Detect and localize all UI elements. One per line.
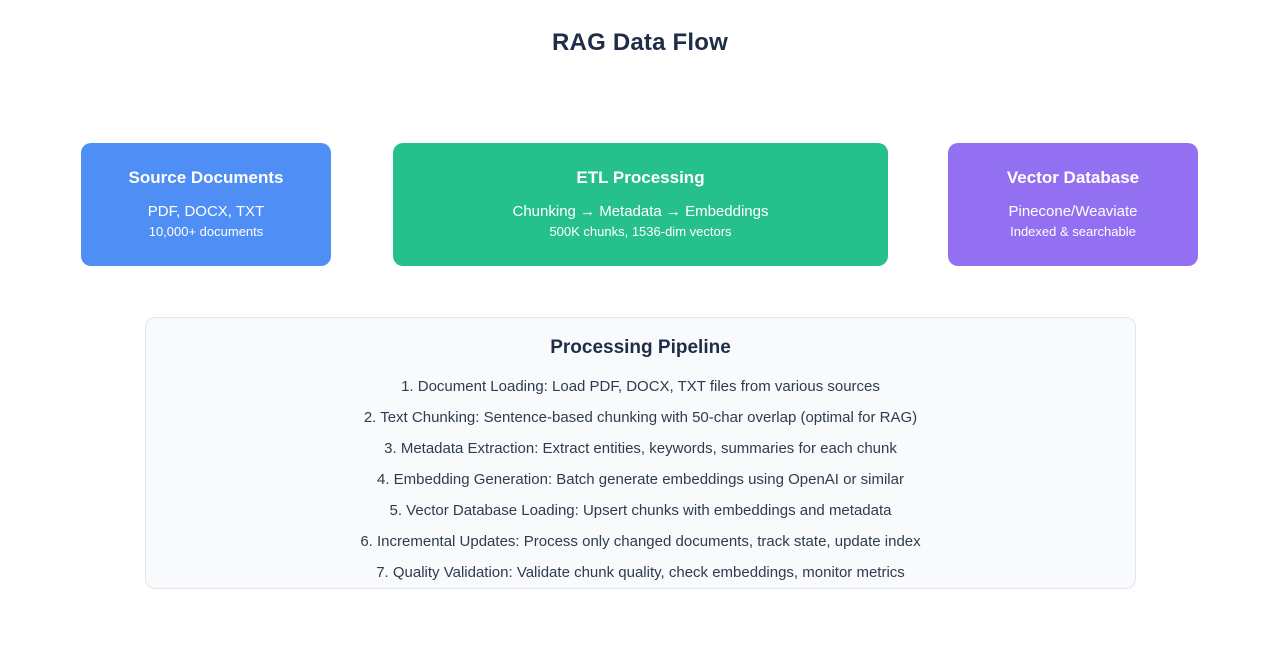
flow-diagram: Source Documents PDF, DOCX, TXT 10,000+ … (0, 143, 1280, 356)
flow-stage-detail-primary: Chunking → Metadata → Embeddings (512, 203, 769, 220)
flow-stage-detail-primary: PDF, DOCX, TXT (147, 203, 265, 220)
pipeline-step: 2. Text Chunking: Sentence-based chunkin… (363, 409, 918, 426)
flow-stage-source-documents: Source Documents PDF, DOCX, TXT 10,000+ … (81, 143, 331, 266)
pipeline-step: 4. Embedding Generation: Batch generate … (377, 471, 904, 488)
processing-pipeline-panel: Processing Pipeline 1. Document Loading:… (145, 317, 1136, 589)
flow-stage-etl-processing: ETL Processing Chunking → Metadata → Emb… (393, 143, 888, 266)
pipeline-step: 3. Metadata Extraction: Extract entities… (384, 440, 897, 457)
flow-stage-title: Vector Database (1006, 168, 1140, 187)
flow-stage-title: Source Documents (128, 168, 284, 187)
flow-stage-detail-secondary: Indexed & searchable (1010, 224, 1136, 239)
page-title: RAG Data Flow (552, 29, 728, 56)
pipeline-step: 1. Document Loading: Load PDF, DOCX, TXT… (401, 378, 880, 395)
pipeline-step: 5. Vector Database Loading: Upsert chunk… (389, 502, 892, 519)
flow-stage-detail-secondary: 500K chunks, 1536-dim vectors (549, 224, 732, 239)
pipeline-title: Processing Pipeline (550, 337, 731, 358)
pipeline-step: 6. Incremental Updates: Process only cha… (360, 533, 921, 550)
pipeline-step-list: 1. Document Loading: Load PDF, DOCX, TXT… (146, 371, 1135, 588)
flow-stage-title: ETL Processing (576, 168, 705, 187)
flow-stage-detail-primary: Pinecone/Weaviate (1008, 203, 1138, 220)
flow-stage-detail-secondary: 10,000+ documents (148, 224, 264, 239)
pipeline-step: 7. Quality Validation: Validate chunk qu… (376, 564, 905, 581)
flow-stage-vector-database: Vector Database Pinecone/Weaviate Indexe… (948, 143, 1198, 266)
